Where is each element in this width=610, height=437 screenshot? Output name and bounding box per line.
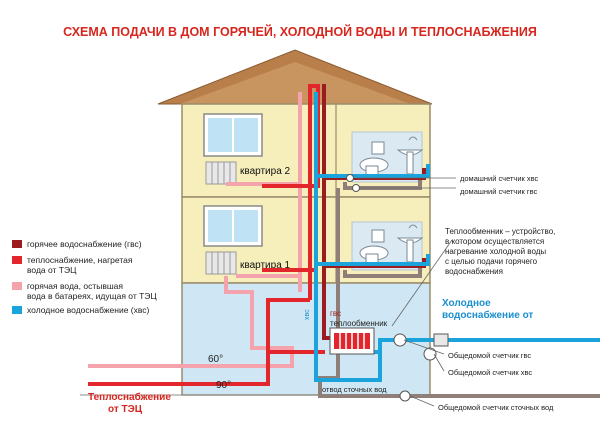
- label-common-meter-hvs: Общедомой счетчик хвс: [448, 368, 532, 377]
- label-home-meter-hvs: домашний счетчик хвс: [460, 174, 539, 183]
- cold-inlet-title-2: водоснабжение от: [442, 309, 533, 321]
- legend-swatch-cold: [12, 306, 22, 314]
- legend-swatch-heating: [12, 256, 22, 264]
- common-meter-hvs: [423, 347, 437, 361]
- cold-inlet-title-1: Холодное: [442, 298, 491, 309]
- legend-return-2: вода в батареях, идущая от ТЭЦ: [27, 291, 157, 301]
- legend-heating-2: вода от ТЭЦ: [27, 265, 77, 275]
- exchanger-note-2: в котором осуществляется: [445, 237, 544, 246]
- gvs-label: гвс: [330, 309, 341, 318]
- legend-swatch-return: [12, 282, 22, 290]
- exchanger-note-3: нагревание холодной воды: [445, 247, 546, 256]
- legend-cold: холодное водоснабжение (хвс): [27, 305, 150, 315]
- toilet-upper: [359, 141, 389, 177]
- apartment-label-lower: квартира 1: [240, 260, 291, 271]
- sink-lower: [396, 224, 424, 263]
- window-lower: [203, 205, 263, 247]
- legend-return-1: горячая вода, остывшая: [27, 281, 123, 291]
- window-upper: [203, 113, 263, 157]
- label-common-meter-sewage: Общедомой счетчик сточных вод: [438, 403, 554, 412]
- legend-swatch-hot: [12, 240, 22, 248]
- temp-return: 60°: [208, 354, 223, 365]
- common-meter-gvs: [393, 333, 407, 347]
- exchanger-note-4: с целью подачи горячего: [445, 257, 538, 266]
- legend-hot: горячее водоснабжение (гвс): [27, 239, 142, 249]
- radiator-upper: [205, 161, 237, 185]
- temp-supply: 90°: [216, 380, 231, 391]
- home-meter-hvs: [346, 174, 354, 182]
- exchanger-label: теплообменник: [330, 319, 388, 328]
- leader-lines: [356, 177, 456, 407]
- label-common-meter-gvs: Общедомой счетчик гвс: [448, 351, 531, 360]
- heating-source-2: от ТЭЦ: [108, 404, 143, 415]
- home-meter-gvs: [352, 184, 360, 192]
- exchanger-note-1: Теплообменник – устройство,: [445, 227, 555, 236]
- radiator-lower: [205, 251, 237, 275]
- cold-inlet-meter: [433, 333, 449, 347]
- heat-exchanger: [329, 327, 375, 355]
- heating-supply-pipes: [88, 84, 325, 386]
- toilet-lower: [359, 229, 389, 265]
- diagram-title: СХЕМА ПОДАЧИ В ДОМ ГОРЯЧЕЙ, ХОЛОДНОЙ ВОД…: [63, 24, 537, 39]
- apartment-label-upper: квартира 2: [240, 166, 291, 177]
- label-home-meter-gvs: домашний счетчик гвс: [460, 187, 538, 196]
- common-meter-sewage: [399, 390, 411, 402]
- sewage-label: отвод сточных вод: [322, 385, 387, 394]
- roof-attic: [180, 62, 410, 104]
- exchanger-note-5: водоснабжения: [445, 267, 503, 276]
- heating-source-1: Теплоснабжение: [88, 391, 171, 403]
- hvs-vertical-label: хвс: [304, 309, 311, 320]
- legend-heating-1: теплоснабжение, нагретая: [27, 255, 133, 265]
